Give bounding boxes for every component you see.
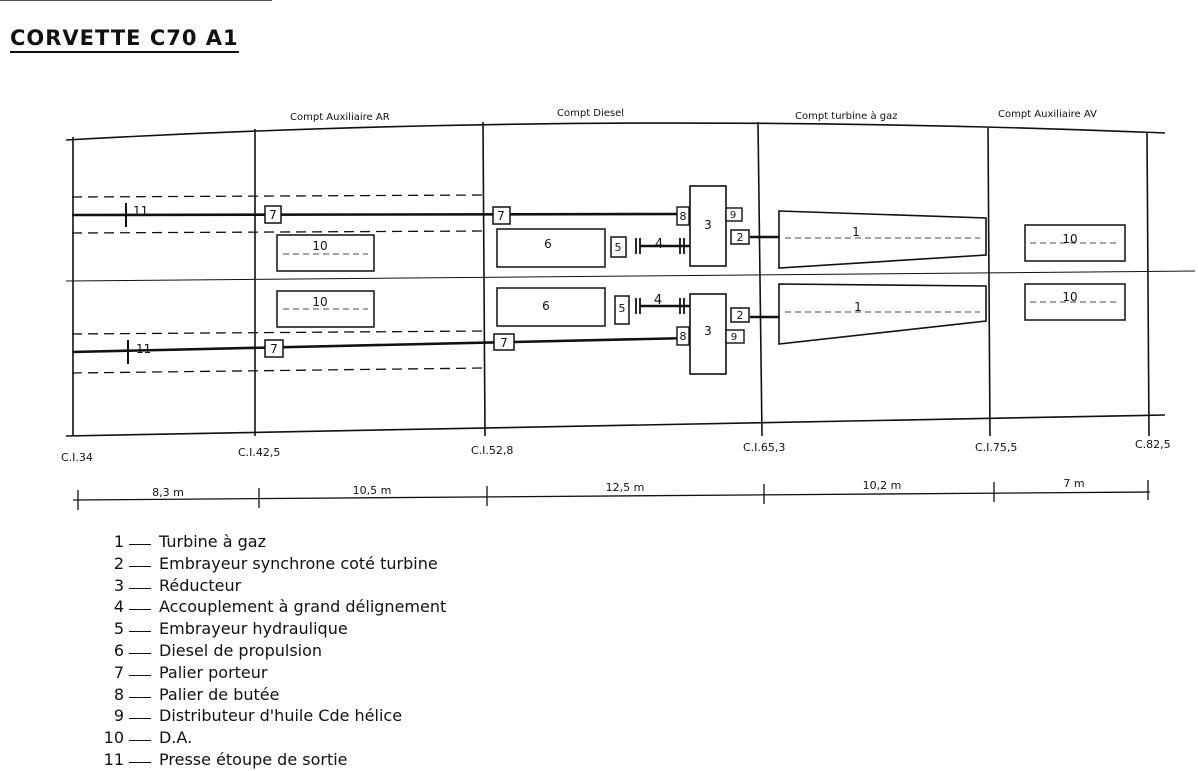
bearing-box [264, 205, 282, 224]
bearing-label: 7 [270, 342, 278, 356]
thrust-bearing [676, 326, 690, 346]
dimension-label: 10,5 m [353, 484, 392, 497]
bearing-box [264, 339, 284, 358]
bulkhead-82 [1146, 132, 1150, 437]
gas-turbine-upper [778, 210, 987, 269]
thrust-bearing [676, 206, 690, 226]
turbine-label: 1 [854, 300, 862, 314]
bulkhead-65 [757, 121, 763, 437]
frame-label: C.82,5 [1135, 438, 1171, 451]
diesel-label: 6 [542, 299, 550, 313]
turbine-label: 1 [852, 225, 860, 239]
dimension-line [72, 491, 1151, 501]
bulkhead-75 [987, 127, 991, 437]
bearing-label: 7 [497, 209, 505, 223]
bearing-label: 7 [269, 208, 277, 222]
shaft-lower [71, 336, 691, 354]
centre-line [65, 270, 1196, 282]
reducer-label: 3 [704, 218, 712, 232]
dimension-label: 7 m [1063, 477, 1084, 490]
reducer-upper [689, 185, 727, 267]
da-label: 10 [312, 239, 327, 253]
oil-distributor [725, 329, 745, 344]
frame-label: C.I.34 [61, 451, 93, 464]
gland-label-lower: 11 [136, 342, 151, 356]
reducer-lower [689, 293, 727, 375]
compartment-label-turbine: Compt turbine à gaz [795, 110, 898, 122]
compartment-label-diesel: Compt Diesel [557, 108, 624, 119]
da-label: 10 [1062, 232, 1077, 246]
dimension-label: 10,2 m [863, 479, 902, 492]
sync-clutch [730, 229, 750, 245]
oil-distributor [725, 207, 743, 222]
shaft-envelope [71, 330, 486, 335]
compartment-label-aux-ar: Compt Auxiliaire AR [290, 112, 390, 123]
bearing-box [492, 206, 511, 225]
page-title: CORVETTE C70 A1 [10, 26, 239, 53]
shaft-envelope [71, 367, 486, 374]
hull-top-line [65, 122, 1166, 141]
hydraulic-clutch-label: 5 [619, 302, 626, 315]
gas-turbine-lower [778, 283, 987, 345]
diesel-engine [496, 287, 606, 327]
frame-label: C.I.75,5 [975, 441, 1017, 454]
compartment-label-aux-av: Compt Auxiliaire AV [998, 109, 1097, 120]
oil-distributor-label: 9 [731, 332, 737, 343]
sync-clutch-label: 2 [737, 231, 744, 244]
da-label: 10 [1062, 290, 1077, 304]
bearing-label: 7 [500, 336, 508, 350]
coupling-lower [635, 298, 685, 314]
bulkhead-52 [482, 121, 486, 437]
thrust-label: 8 [680, 330, 687, 343]
dimension-label: 12,5 m [606, 481, 645, 494]
thrust-label: 8 [680, 210, 687, 223]
top-rule [0, 0, 272, 1]
oil-distributor-label: 9 [730, 210, 736, 221]
dimension-label: 8,3 m [152, 486, 184, 499]
shaft-envelope [71, 194, 486, 198]
diesel-label: 6 [544, 237, 552, 251]
frame-label: C.I.65,3 [743, 441, 785, 454]
reducer-label: 3 [704, 324, 712, 338]
coupling-label: 4 [655, 237, 663, 252]
da-unit [276, 234, 375, 272]
shaft-upper [71, 212, 691, 217]
shaft-envelope [71, 230, 486, 234]
coupling-upper [635, 238, 685, 254]
hydraulic-clutch [610, 236, 627, 258]
bearing-box [493, 333, 515, 351]
frame-label: C.I.52,8 [471, 444, 513, 457]
frame-label: C.I.42,5 [238, 446, 280, 459]
gland-label-upper: 11 [133, 204, 148, 218]
coupling-label: 4 [654, 293, 662, 308]
sync-clutch-label: 2 [737, 309, 744, 322]
hydraulic-clutch-label: 5 [615, 241, 622, 254]
sync-clutch [730, 307, 750, 323]
hull-bottom-line [65, 414, 1166, 437]
da-label: 10 [312, 295, 327, 309]
hydraulic-clutch [614, 295, 630, 325]
diesel-engine [496, 228, 606, 268]
